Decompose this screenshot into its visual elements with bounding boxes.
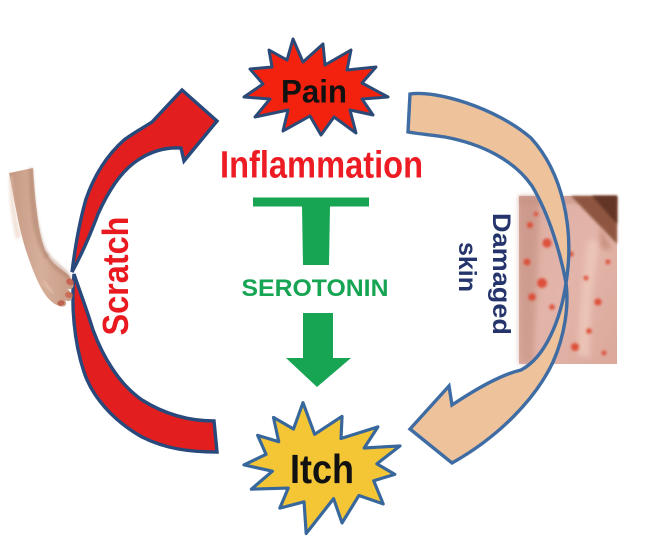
svg-text:Inflammation: Inflammation	[220, 145, 423, 187]
svg-text:SEROTONIN: SEROTONIN	[242, 275, 389, 302]
svg-text:Pain: Pain	[281, 74, 347, 110]
svg-text:Itch: Itch	[290, 446, 354, 492]
svg-text:Scratch: Scratch	[95, 217, 136, 336]
svg-text:Damaged: Damaged	[487, 213, 515, 335]
svg-text:skin: skin	[453, 242, 481, 292]
